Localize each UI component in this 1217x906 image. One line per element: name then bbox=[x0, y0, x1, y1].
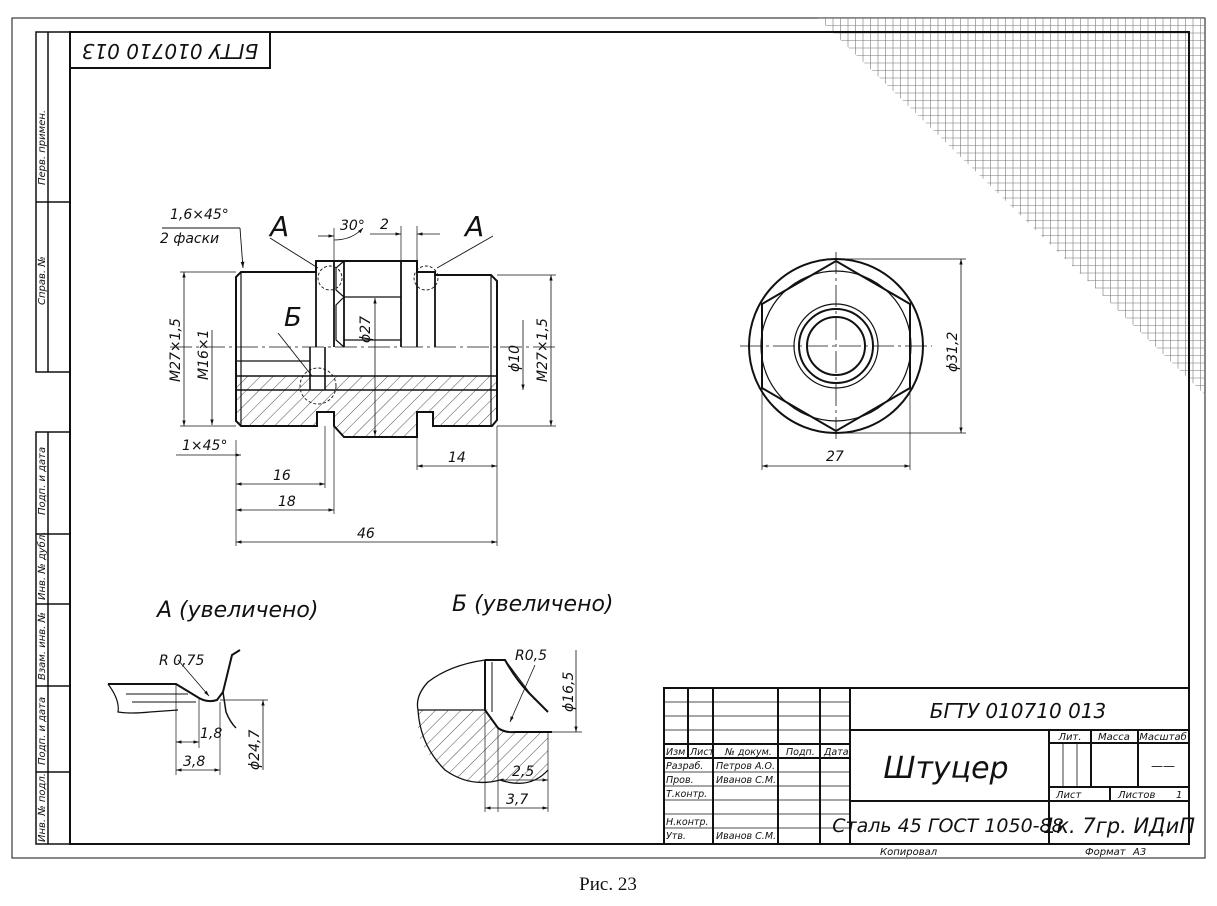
dim-16: 16 bbox=[273, 468, 291, 484]
angle-label: 30° bbox=[340, 218, 365, 234]
groove-width-label: 2 bbox=[380, 217, 389, 233]
role-6: Утв. bbox=[666, 831, 686, 842]
dia-right-outer: M27×1,5 bbox=[535, 318, 551, 382]
role-5: Н.контр. bbox=[666, 817, 709, 828]
detail-b-dim-1: 2,5 bbox=[512, 764, 534, 780]
sheets-label: Листов bbox=[1117, 790, 1155, 801]
end-view bbox=[740, 252, 966, 470]
chamfer-note-1: 1,6×45° bbox=[170, 207, 229, 223]
dim-14: 14 bbox=[448, 450, 466, 466]
hdr-list: Лист bbox=[689, 747, 715, 758]
hdr-date: Дата bbox=[823, 747, 849, 758]
left-strip bbox=[35, 31, 71, 845]
hdr-doc: № докум. bbox=[724, 747, 772, 758]
side-label-4: Инв. № дубл. bbox=[36, 532, 48, 600]
main-view bbox=[162, 226, 556, 546]
title-block-thin bbox=[664, 701, 1078, 829]
detail-b-radius: R0,5 bbox=[515, 648, 547, 664]
main-view-labels: 1,6×45° 2 фаски А А 30° 2 Б M27×1,5 M16×… bbox=[160, 207, 551, 542]
dim-46: 46 bbox=[357, 526, 375, 542]
side-label-3: Подп. и дата bbox=[37, 447, 48, 515]
col-mass: Масса bbox=[1098, 732, 1130, 743]
figure-caption: Рис. 23 bbox=[579, 874, 637, 895]
hdr-sign: Подп. bbox=[786, 747, 815, 758]
sheet-border bbox=[11, 17, 1206, 859]
copied-label: Копировал bbox=[880, 847, 938, 858]
detail-a-dia: ϕ24,7 bbox=[247, 730, 263, 771]
title-name: Штуцер bbox=[883, 751, 1008, 786]
chamfer-left: 1×45° bbox=[182, 438, 227, 454]
side-label-7: Инв. № подл. bbox=[37, 773, 48, 842]
col-scale: Масштаб bbox=[1139, 731, 1187, 743]
hdr-izm: Изм bbox=[666, 747, 685, 758]
sheets-value: 1 bbox=[1176, 790, 1182, 801]
detail-a bbox=[107, 649, 268, 775]
section-mark-b: Б bbox=[284, 303, 302, 333]
detail-a-dim-1: 1,8 bbox=[200, 726, 222, 742]
title-code: БГТУ 010710 013 bbox=[930, 699, 1107, 723]
title-material: Сталь 45 ГОСТ 1050-88 bbox=[832, 815, 1063, 837]
dia-bore: ϕ10 bbox=[507, 345, 523, 372]
sheet-label: Лист bbox=[1055, 790, 1083, 801]
side-label-5: Взам. инв. № bbox=[37, 612, 48, 680]
detail-b-dim-2: 3,7 bbox=[506, 792, 528, 808]
chamfer-note-2: 2 фаски bbox=[160, 231, 219, 247]
grid-paper bbox=[818, 18, 1205, 395]
scale-value: —— bbox=[1151, 759, 1175, 773]
section-mark-a-right: А bbox=[463, 210, 484, 243]
role-1: Разраб. bbox=[666, 761, 703, 772]
dia-middle: ϕ27 bbox=[358, 316, 374, 343]
col-lit: Лит. bbox=[1057, 732, 1081, 743]
side-label-2: Справ. № bbox=[37, 256, 48, 305]
dia-left-outer: M27×1,5 bbox=[168, 318, 184, 382]
role-3: Т.контр. bbox=[666, 789, 707, 800]
name-1: Петров А.О. bbox=[716, 761, 775, 772]
format-label: Формат bbox=[1085, 847, 1127, 858]
side-label-1: Перв. примен. bbox=[37, 110, 48, 185]
format-value: А3 bbox=[1132, 847, 1146, 858]
detail-a-dim-2: 3,8 bbox=[183, 754, 205, 770]
title-block bbox=[663, 687, 1190, 845]
detail-a-radius: R 0,75 bbox=[159, 653, 204, 669]
detail-b bbox=[416, 650, 582, 812]
title-org: 1к. 7гр. ИДиП bbox=[1043, 814, 1195, 838]
name-6: Иванов С.М. bbox=[716, 831, 776, 842]
detail-a-title: А (увеличено) bbox=[155, 598, 318, 623]
name-2: Иванов С.М. bbox=[716, 775, 776, 786]
role-2: Пров. bbox=[666, 775, 694, 786]
dim-18: 18 bbox=[278, 494, 296, 510]
end-view-across-flats: 27 bbox=[826, 449, 844, 465]
end-view-dia: ϕ31,2 bbox=[945, 332, 961, 373]
side-label-6: Подп. и дата bbox=[37, 697, 48, 765]
rotated-code-box bbox=[69, 31, 271, 69]
section-mark-a-left: А bbox=[268, 210, 289, 243]
dia-left-inner: M16×1 bbox=[196, 329, 212, 380]
detail-b-title: Б (увеличено) bbox=[452, 592, 614, 617]
detail-b-dia: ϕ16,5 bbox=[561, 672, 577, 713]
rotated-code: БГТУ 010710 013 bbox=[82, 39, 259, 63]
